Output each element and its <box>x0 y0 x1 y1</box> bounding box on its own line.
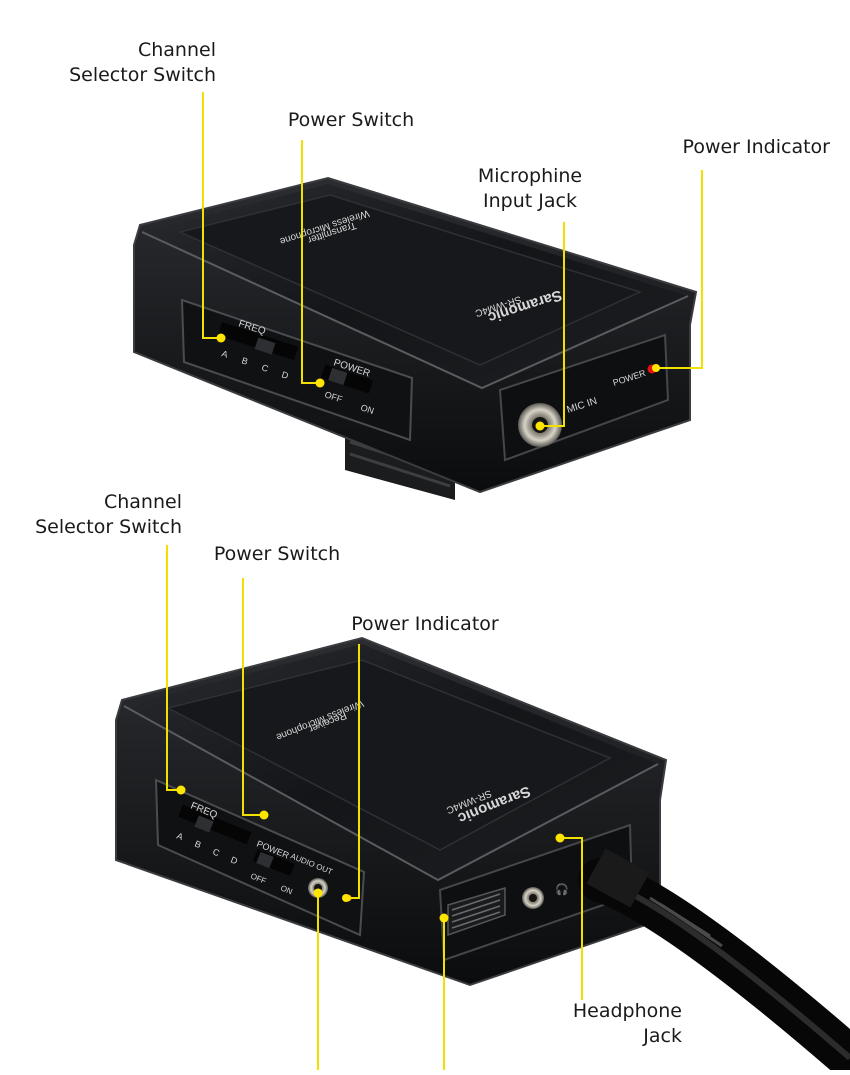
callout-tx-power-indicator: Power Indicator <box>682 136 830 158</box>
receiver-cable <box>578 848 850 1075</box>
dot-tx-power-indicator <box>652 364 660 372</box>
callout-rx-channel-selector: Channel Selector Switch <box>35 491 182 538</box>
transmitter-channel-d: D <box>280 369 290 381</box>
callout-rx-power-switch: Power Switch <box>213 543 341 565</box>
dot-rx-power-indicator <box>342 894 350 902</box>
transmitter-channel-a: A <box>220 348 229 359</box>
leader-tx-power-switch <box>301 140 318 384</box>
dot-rx-volume <box>439 913 449 923</box>
callout-tx-mic-input: Microphine Input Jack <box>477 165 583 212</box>
receiver-channel-d: D <box>229 855 239 867</box>
dot-rx-channel-selector <box>176 785 186 795</box>
dot-tx-mic-input <box>535 421 545 431</box>
dot-tx-power-switch <box>315 378 325 388</box>
receiver-channel-c: C <box>211 847 221 859</box>
callout-rx-power-indicator: Power Indicator <box>351 613 499 635</box>
transmitter-on-label: ON <box>359 402 375 416</box>
leader-rx-channel-selector <box>166 545 178 791</box>
dot-tx-channel-selector <box>216 333 226 343</box>
leader-lines <box>166 92 703 1070</box>
receiver-channel-b: B <box>193 839 202 851</box>
transmitter-device: Saramonic SR-WM4C Wireless Microphone Tr… <box>133 176 698 500</box>
callout-tx-channel-selector: Channel Selector Switch <box>69 39 216 86</box>
leader-rx-headphone-jack <box>562 837 583 1000</box>
callout-rx-headphone-jack: Headphone Jack <box>572 1000 682 1047</box>
receiver-device: 🎧 Saramonic SR-WM4C Wireless Microphone … <box>115 636 850 1075</box>
transmitter-channel-c: C <box>260 362 270 374</box>
headphone-icon: 🎧 <box>555 883 569 896</box>
dot-rx-headphone-jack <box>555 833 565 843</box>
leader-dots <box>176 333 660 923</box>
leader-tx-channel-selector <box>202 92 218 339</box>
receiver-on-label: ON <box>279 884 294 897</box>
leader-tx-power-indicator <box>656 170 703 369</box>
receiver-freq-switch[interactable] <box>178 804 252 845</box>
dot-rx-power-switch <box>259 810 269 820</box>
receiver-channel-a: A <box>175 831 184 843</box>
leader-rx-power-switch <box>242 578 262 816</box>
leader-tx-mic-input <box>541 222 565 427</box>
receiver-volume-wheel[interactable] <box>447 886 506 937</box>
callout-tx-power-switch: Power Switch <box>287 109 415 131</box>
transmitter-channel-b: B <box>240 355 249 366</box>
dot-rx-audio-out <box>313 888 323 898</box>
